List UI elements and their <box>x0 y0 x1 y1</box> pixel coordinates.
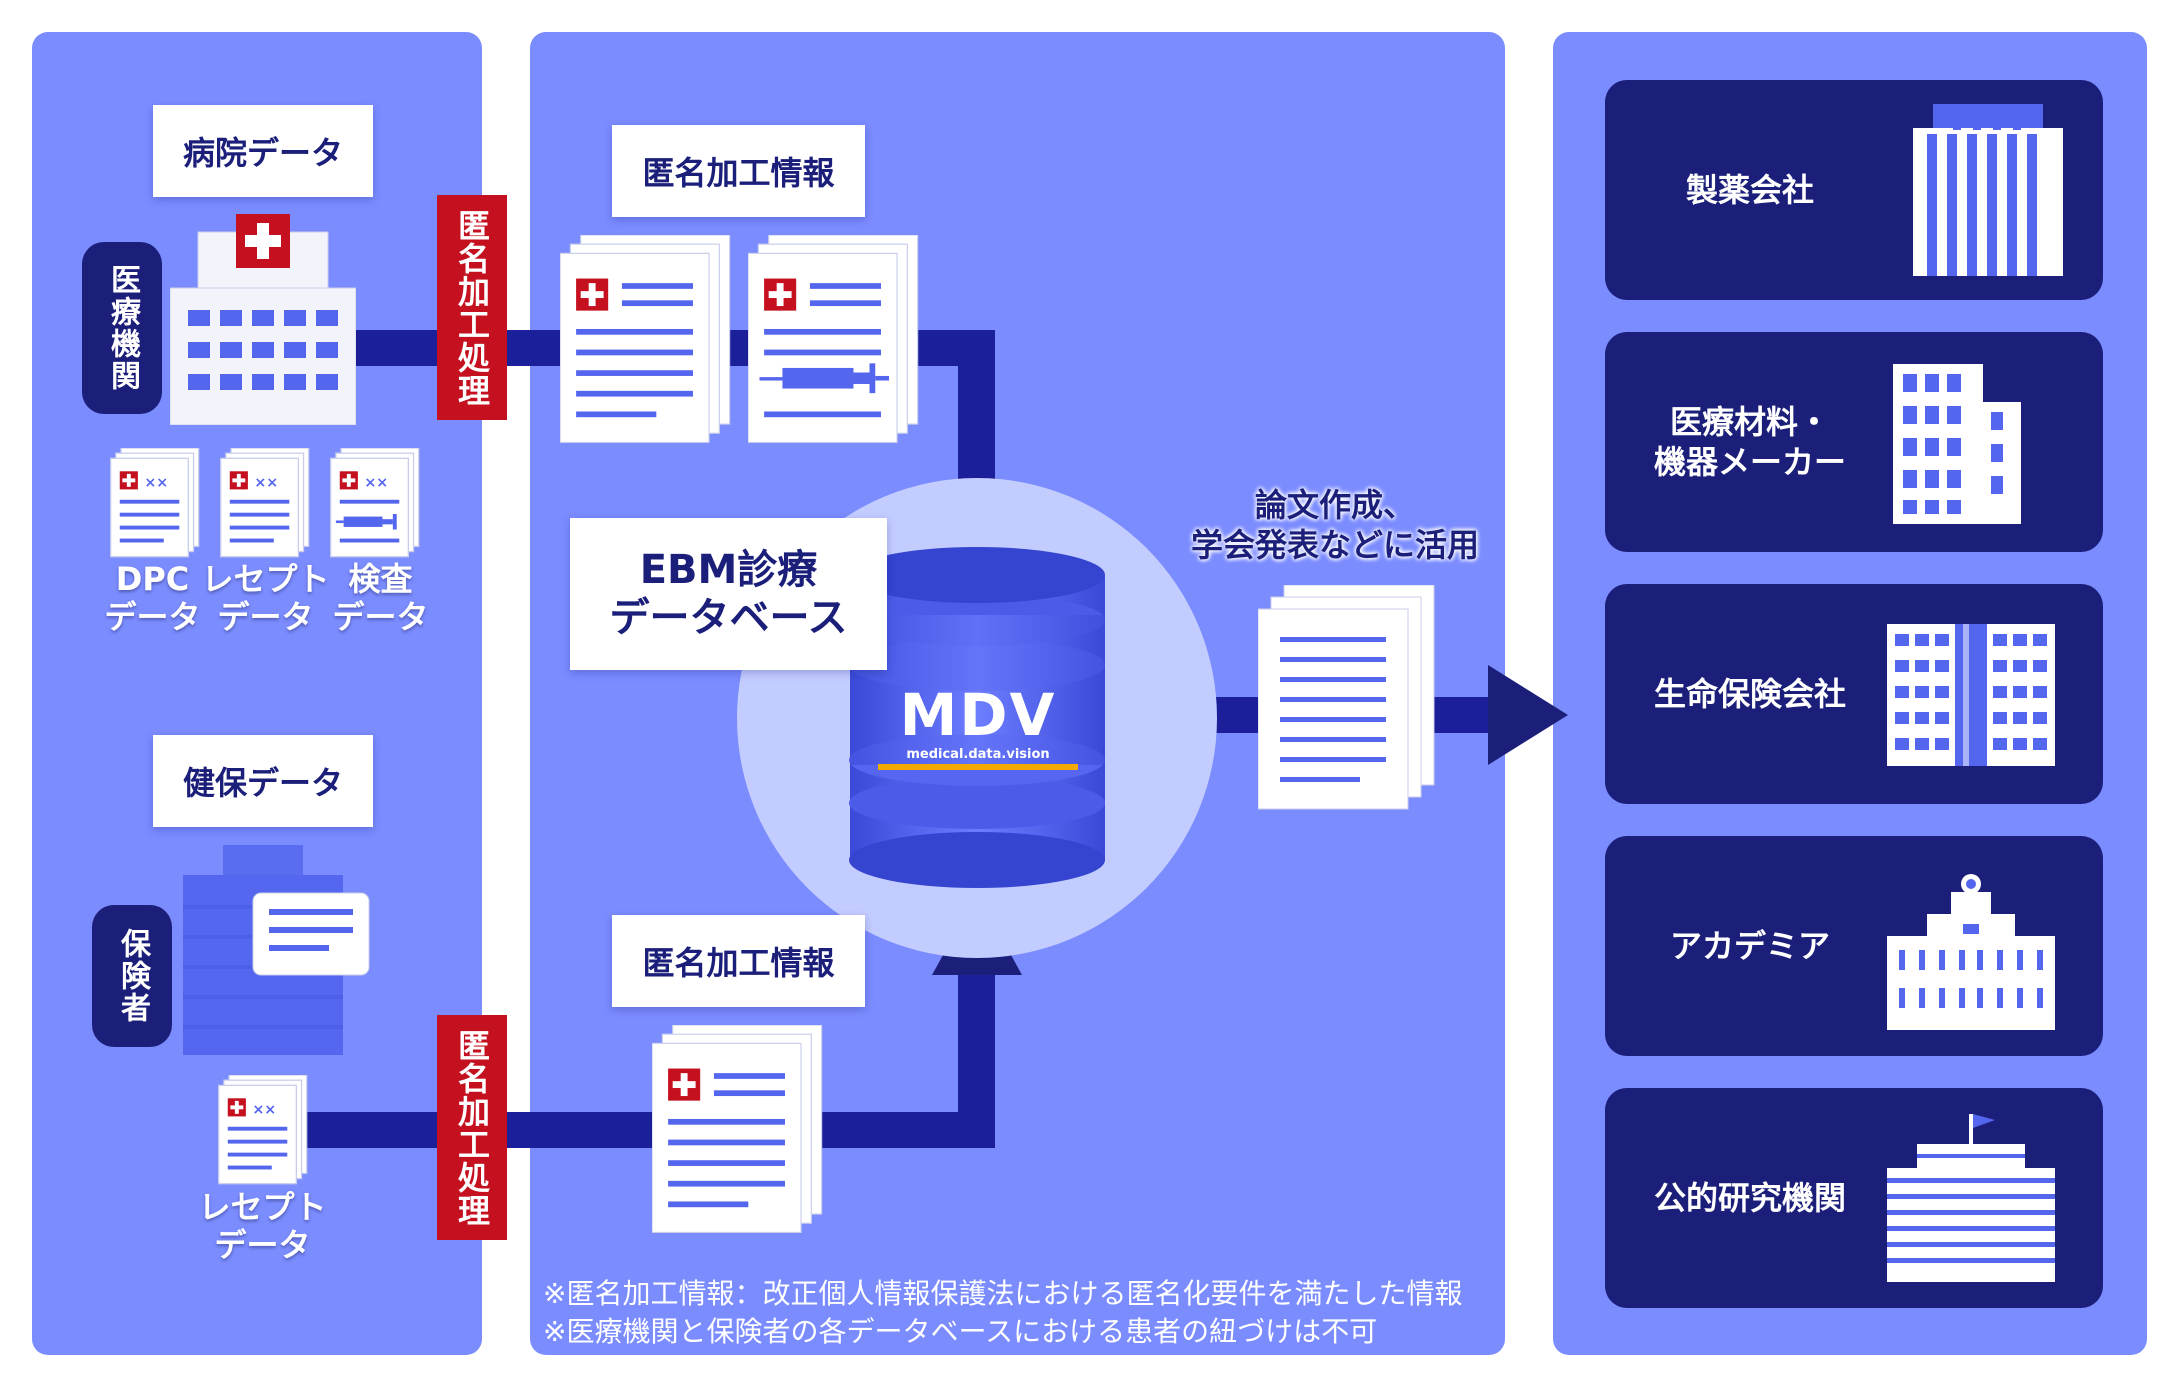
mdv-logo: MDV medical.data.vision <box>878 685 1078 770</box>
insurer-receipt-document-icon <box>218 1075 310 1185</box>
research-institute-icon <box>1887 1114 2055 1282</box>
insurer-receipt-data-label: レセプト データ <box>198 1188 327 1264</box>
insurance-building-icon <box>1887 624 2055 766</box>
factory-building-icon <box>1893 364 2021 524</box>
anonymize-process-tag-top: 匿名加工処理 <box>437 195 507 420</box>
anon-info-label-top: 匿名加工情報 <box>612 125 865 217</box>
lab-data-label: 検査 データ <box>332 560 429 636</box>
hospital-building-icon <box>170 214 356 425</box>
usage-caption: 論文作成、 学会発表などに活用 <box>1190 486 1479 564</box>
arrow-right-to-users <box>1488 665 1568 765</box>
anon-info-label-bottom: 匿名加工情報 <box>612 915 865 1007</box>
lab-document-icon <box>330 448 422 558</box>
receipt-document-icon <box>220 448 312 558</box>
user-card-label: 製薬会社 <box>1685 171 1814 209</box>
user-card-life-insurance: 生命保険会社 <box>1605 584 2103 804</box>
database-cylinder-icon <box>849 547 1105 888</box>
ebm-database-title: EBM診療 データベース <box>570 518 887 670</box>
user-card-public-research: 公的研究機関 <box>1605 1088 2103 1308</box>
medical-institution-label: 医療機関 <box>82 242 162 414</box>
footnote-1: ※匿名加工情報：改正個人情報保護法における匿名化要件を満たした情報 <box>543 1277 1463 1310</box>
anon-document-icon-1 <box>560 235 732 447</box>
dpc-data-label: DPC データ <box>104 560 201 636</box>
user-card-label: 医療材料・ 機器メーカー <box>1653 403 1846 481</box>
footnote-2: ※医療機関と保険者の各データベースにおける患者の紐づけは不可 <box>543 1315 1378 1348</box>
user-card-academia: アカデミア <box>1605 836 2103 1056</box>
office-tower-icon <box>1913 104 2063 276</box>
mdv-logo-text: MDV <box>899 681 1057 749</box>
report-document-icon <box>1258 585 1438 815</box>
flow-line-insurer <box>300 1112 995 1148</box>
user-card-label: アカデミア <box>1669 927 1830 965</box>
anon-document-icon-3 <box>652 1025 824 1237</box>
receipt-data-label: レセプト データ <box>201 560 330 636</box>
insurer-building-icon <box>183 845 370 1055</box>
anon-document-icon-2 <box>748 235 920 447</box>
user-card-pharma: 製薬会社 <box>1605 80 2103 300</box>
user-card-device-maker: 医療材料・ 機器メーカー <box>1605 332 2103 552</box>
flow-line-bottom-up <box>958 965 995 1148</box>
insurance-data-label: 健保データ <box>153 735 373 827</box>
dpc-document-icon <box>110 448 202 558</box>
mdv-logo-subtext: medical.data.vision <box>878 747 1078 770</box>
hospital-data-label: 病院データ <box>153 105 373 197</box>
user-card-label: 公的研究機関 <box>1653 1179 1846 1217</box>
user-card-label: 生命保険会社 <box>1653 675 1846 713</box>
insurer-label: 保険者 <box>92 905 172 1047</box>
university-icon <box>1887 874 2055 1030</box>
anonymize-process-tag-bottom: 匿名加工処理 <box>437 1015 507 1240</box>
